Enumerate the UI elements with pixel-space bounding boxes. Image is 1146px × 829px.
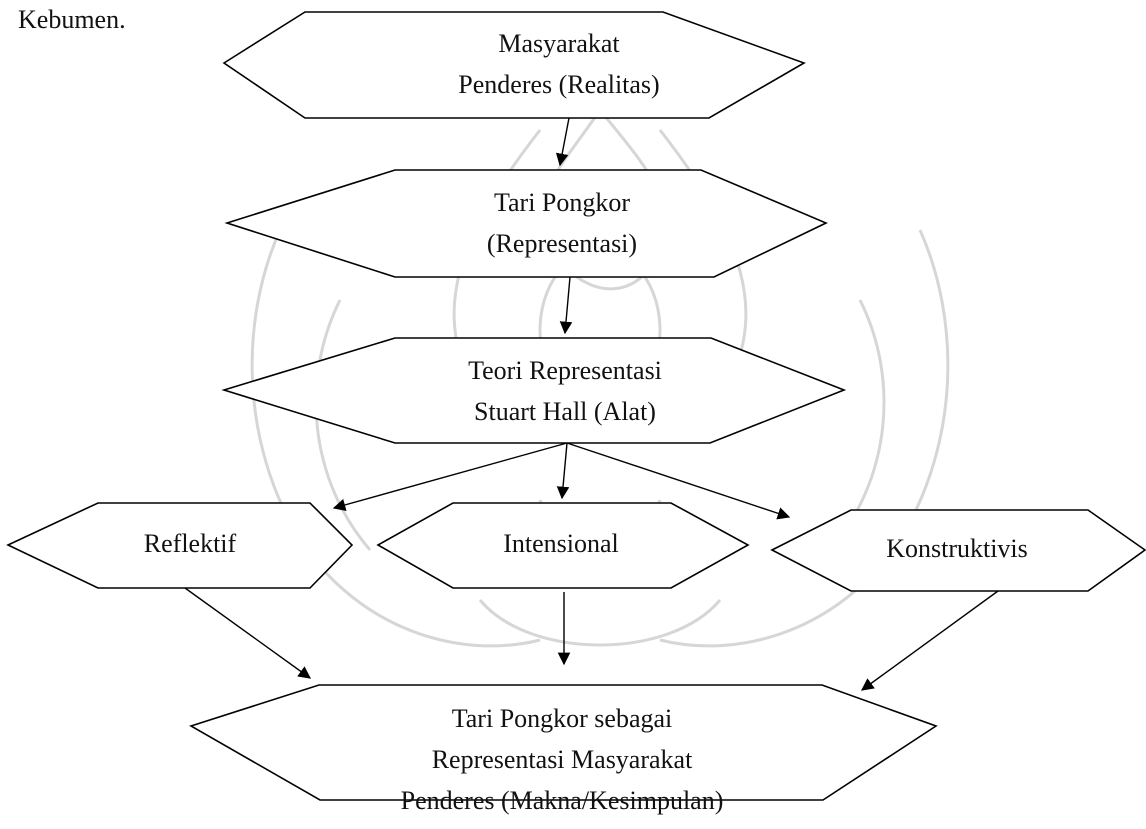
hexagon-shape [6, 502, 354, 589]
node-kesimpulan-line-1: Tari Pongkor sebagai [452, 704, 673, 733]
node-intensional-label: Intensional [503, 529, 619, 558]
node-realitas-line-2: Penderes (Realitas) [458, 70, 659, 99]
arrow-konstruktivis-to-kesimpulan [860, 590, 999, 691]
node-reflektif-label: Reflektif [144, 529, 237, 558]
connector-arrows [184, 117, 999, 691]
hexagon-shape [189, 684, 938, 801]
hexagon-shape [376, 502, 750, 589]
node-konstruktivis-label: Konstruktivis [886, 534, 1028, 563]
node-reflektif: Reflektif [6, 502, 354, 589]
arrow-realitas-to-representasi [555, 117, 570, 167]
node-representasi: Tari Pongkor (Representasi) [224, 169, 828, 278]
node-alat-line-1: Teori Representasi [468, 356, 662, 385]
hexagon-shape [224, 169, 828, 278]
hexagon-shape [221, 337, 847, 444]
arrow-representasi-to-alat [559, 276, 573, 335]
arrow-alat-to-intensional [556, 442, 570, 500]
arrow-alat-to-konstruktivis [566, 442, 791, 520]
arrow-reflektif-to-kesimpulan [184, 587, 312, 679]
header-fragment-text: Kebumen. [18, 5, 126, 34]
arrow-alat-to-reflektif [332, 442, 568, 512]
node-kesimpulan-line-2: Representasi Masyarakat [432, 745, 693, 774]
hexagon-shape [770, 509, 1146, 592]
node-kesimpulan: Tari Pongkor sebagai Representasi Masyar… [189, 684, 938, 815]
node-intensional: Intensional [376, 502, 750, 589]
node-realitas-line-1: Masyarakat [498, 29, 620, 58]
node-konstruktivis: Konstruktivis [770, 509, 1146, 592]
hexagon-shape [222, 11, 806, 119]
node-alat: Teori Representasi Stuart Hall (Alat) [221, 337, 847, 444]
node-representasi-line-2: (Representasi) [487, 229, 637, 258]
node-alat-line-2: Stuart Hall (Alat) [474, 397, 656, 426]
node-kesimpulan-line-3: Penderes (Makna/Kesimpulan) [401, 786, 724, 815]
node-realitas: Masyarakat Penderes (Realitas) [222, 11, 806, 119]
node-representasi-line-1: Tari Pongkor [494, 188, 630, 217]
